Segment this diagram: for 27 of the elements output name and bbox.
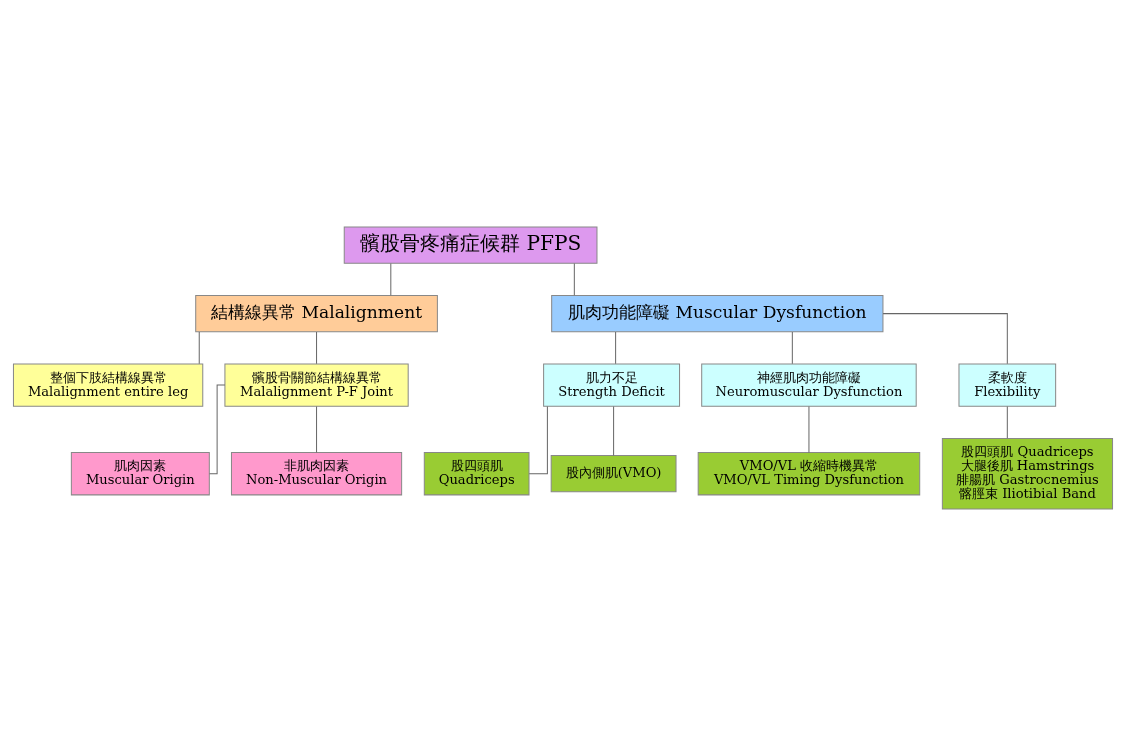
node-box: 髕股骨疼痛症候群 PFPS (343, 226, 598, 264)
node-box: 非肌肉因素 Non-Muscular Origin (230, 451, 403, 495)
connector (208, 384, 226, 474)
node-box: VMO/VL 收縮時機異常 VMO/VL Timing Dysfunction (697, 451, 921, 495)
connector (528, 405, 548, 474)
connector (390, 262, 392, 296)
node-box: 股四頭肌 Quadriceps 大腿後肌 Hamstrings 腓腸肌 Gastrocnemius 髂脛束 Iliotibial Band (941, 437, 1114, 509)
connector (613, 405, 615, 456)
connector (316, 405, 318, 453)
connector (198, 331, 200, 364)
node-box: 髕股骨關節結構線異常 Malalignment P-F Joint (224, 362, 409, 407)
connector (1006, 405, 1008, 439)
node-box: 神經肌肉功能障礙 Neuromuscular Dysfunction (701, 362, 917, 407)
connector (573, 262, 575, 296)
node-box: 柔軟度 Flexibility (958, 362, 1057, 407)
connector (316, 331, 318, 364)
node-box: 股內側肌(VMO) (550, 454, 677, 492)
node-box: 整個下肢結構線異常 Malalignment entire leg (12, 362, 204, 407)
node-box: 肌肉因素 Muscular Origin (70, 451, 210, 495)
connector (791, 331, 793, 364)
node-box: 肌肉功能障礙 Muscular Dysfunction (551, 294, 884, 332)
node-box: 肌力不足 Strength Deficit (543, 362, 681, 407)
node-box: 結構線異常 Malalignment (195, 294, 438, 332)
node-box: 股四頭肌 Quadriceps (423, 451, 530, 495)
connector (882, 312, 1008, 364)
connector (808, 405, 810, 453)
connector (615, 331, 617, 364)
